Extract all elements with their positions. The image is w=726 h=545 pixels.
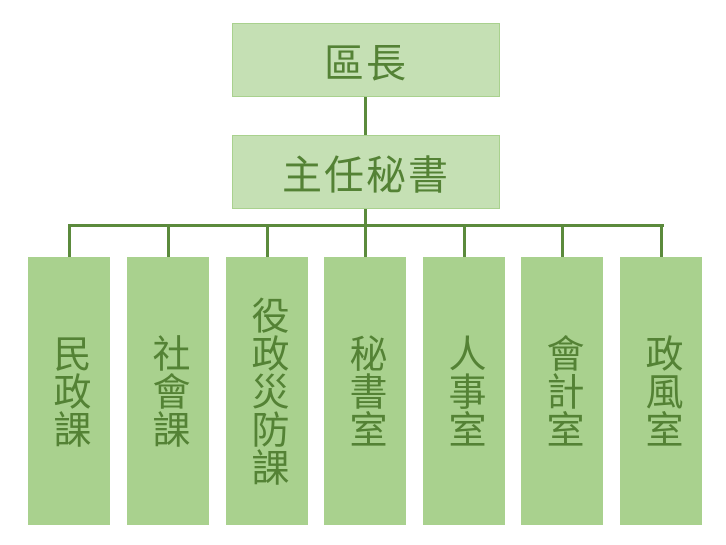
org-box-secretary: 主任秘書 xyxy=(232,135,500,209)
connector-drop xyxy=(463,225,466,257)
org-label-head: 區長 xyxy=(324,41,408,87)
connector-drop xyxy=(167,225,170,257)
connector-drop xyxy=(561,225,564,257)
org-box-dept: 民政課 xyxy=(28,257,110,525)
org-label-dept: 社會課 xyxy=(146,334,190,448)
org-label-dept: 秘書室 xyxy=(343,334,387,448)
org-box-dept: 會計室 xyxy=(521,257,603,525)
org-box-dept: 人事室 xyxy=(423,257,505,525)
connector-drop xyxy=(364,225,367,257)
connector-head-secretary xyxy=(364,97,367,135)
org-box-dept: 役政災防課 xyxy=(226,257,308,525)
org-box-dept: 秘書室 xyxy=(324,257,406,525)
org-label-dept: 政風室 xyxy=(639,334,683,448)
connector-drop xyxy=(68,225,71,257)
org-box-head: 區長 xyxy=(232,23,500,97)
org-label-dept: 會計室 xyxy=(540,334,584,448)
connector-secretary-bus xyxy=(364,209,367,227)
org-label-dept: 人事室 xyxy=(442,334,486,448)
org-label-secretary: 主任秘書 xyxy=(282,153,450,199)
org-box-dept: 社會課 xyxy=(127,257,209,525)
connector-drop xyxy=(266,225,269,257)
connector-drop xyxy=(660,225,663,257)
org-label-dept: 役政災防課 xyxy=(245,296,289,486)
org-box-dept: 政風室 xyxy=(620,257,702,525)
org-label-dept: 民政課 xyxy=(47,334,91,448)
